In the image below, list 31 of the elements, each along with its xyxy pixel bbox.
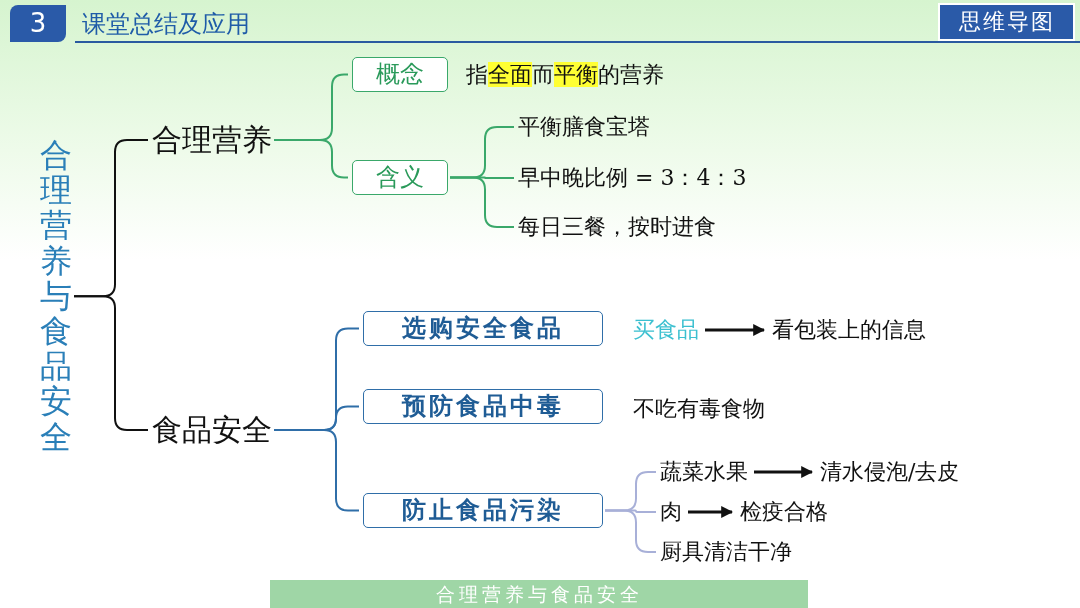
text-label: 平衡膳食宝塔 xyxy=(518,112,650,142)
mind-map-tag: 思维导图 xyxy=(938,3,1075,41)
brace-connector xyxy=(449,176,515,228)
category-box: 概念 xyxy=(352,57,448,92)
category-box: 选购安全食品 xyxy=(363,311,603,346)
text-label: 每日三餐，按时进食 xyxy=(518,212,716,242)
arrow xyxy=(705,324,766,336)
text-label: 指全面而平衡的营养 xyxy=(466,60,664,90)
branch-label: 合理营养 xyxy=(152,120,272,160)
text-label: 蔬菜水果 xyxy=(660,457,748,487)
text-label: 不吃有毒食物 xyxy=(633,394,765,424)
text-label: 清水侵泡/去皮 xyxy=(820,457,960,487)
topic-title: 合理营养与食品安全 xyxy=(40,138,72,455)
text-label: 肉 xyxy=(660,497,682,527)
text-label: 看包装上的信息 xyxy=(772,315,926,345)
category-box: 防止食品污染 xyxy=(363,493,603,528)
text-label: 买食品 xyxy=(633,315,699,345)
brace-connector xyxy=(273,429,360,512)
category-box: 含义 xyxy=(352,160,448,195)
brace-connector xyxy=(604,509,657,553)
text-label: 厨具清洁干净 xyxy=(660,537,792,567)
branch-label: 食品安全 xyxy=(152,410,272,450)
category-box: 预防食品中毒 xyxy=(363,389,603,424)
text-label: 早中晚比例 = 3：4：3 xyxy=(518,163,747,193)
slide-title: 课堂总结及应用 xyxy=(82,9,250,40)
arrow xyxy=(754,466,814,478)
footer-bar: 合理营养与食品安全 xyxy=(270,580,808,608)
arrow xyxy=(688,506,734,518)
section-number: 3 xyxy=(10,5,66,42)
text-label: 检疫合格 xyxy=(740,497,828,527)
brace-connector xyxy=(73,295,149,431)
